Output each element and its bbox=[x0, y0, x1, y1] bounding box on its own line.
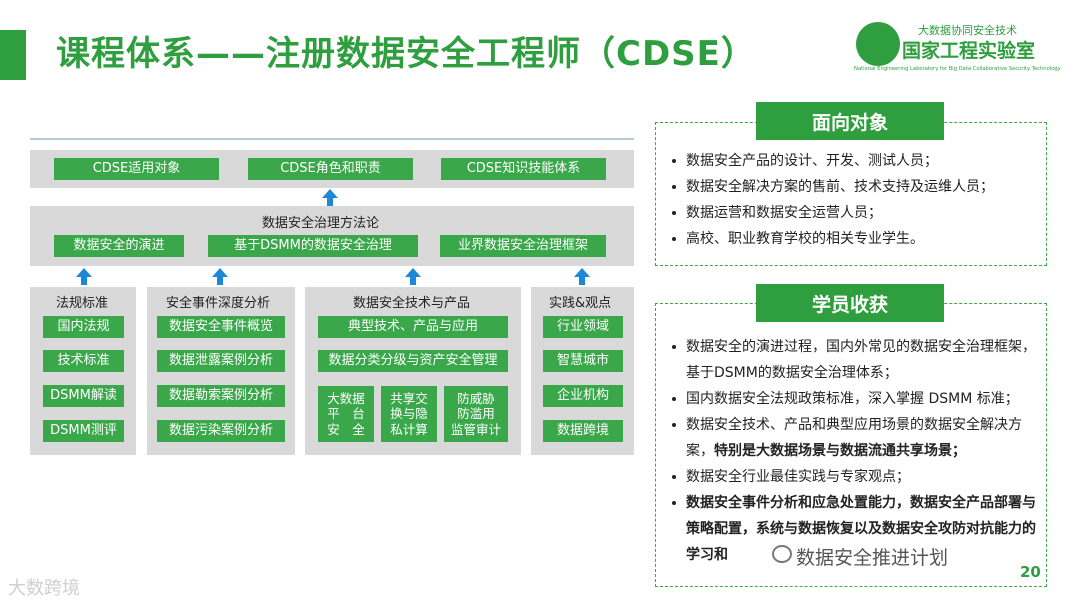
logo-name: 国家工程实验室 bbox=[902, 40, 1036, 62]
page-number: 20 bbox=[1020, 563, 1041, 581]
regulations-item: 技术标准 bbox=[43, 350, 124, 372]
tech-products-header: 数据安全技术与产品 bbox=[353, 296, 471, 311]
gains-item: 数据安全行业最佳实践与专家观点； bbox=[666, 464, 1038, 490]
tech-products-subitem: 大数据 平 台 安 全 bbox=[318, 386, 374, 442]
incident-analysis-item: 数据泄露案例分析 bbox=[157, 350, 285, 372]
title-accent-bar bbox=[0, 30, 26, 80]
watermark-right: 数据安全推进计划 bbox=[796, 547, 949, 569]
up-arrow-icon bbox=[405, 268, 421, 286]
regulations-item: DSMM测评 bbox=[43, 420, 124, 442]
incident-analysis-header: 安全事件深度分析 bbox=[166, 296, 271, 311]
methodology-box-frameworks: 业界数据安全治理框架 bbox=[440, 235, 606, 257]
regulations-item: DSMM解读 bbox=[43, 385, 124, 407]
incident-analysis-item: 数据勒索案例分析 bbox=[157, 385, 285, 407]
regulations-header: 法规标准 bbox=[56, 296, 109, 311]
gains-item: 数据安全事件分析和应急处置能力，数据安全产品部署与策略配置，系统与数据恢复以及数… bbox=[666, 490, 1038, 568]
diagram-top-line bbox=[30, 138, 634, 140]
regulations-item: 国内法规 bbox=[43, 316, 124, 338]
lab-logo: 大数据协同安全技术 国家工程实验室 National Engineering L… bbox=[852, 18, 1061, 80]
audience-item: 数据安全解决方案的售前、技术支持及运维人员； bbox=[666, 174, 1044, 200]
gains-item: 数据安全的演进过程，国内外常见的数据安全治理框架，基于DSMM的数据安全治理体系… bbox=[666, 334, 1038, 386]
audience-title: 面向对象 bbox=[756, 102, 944, 140]
practice-item: 智慧城市 bbox=[543, 350, 623, 372]
up-arrow-icon bbox=[212, 268, 228, 286]
up-arrow-icon bbox=[76, 268, 92, 286]
tech-products-subitem: 防威胁 防滥用 监管审计 bbox=[444, 386, 508, 442]
logo-english: National Engineering Laboratory for Big … bbox=[854, 66, 1061, 72]
china-map-logo-icon bbox=[856, 22, 900, 66]
cdse-skills-box: CDSE知识技能体系 bbox=[441, 158, 606, 180]
page-title: 课程体系——注册数据安全工程师（CDSE） bbox=[56, 34, 756, 74]
up-arrow-icon bbox=[322, 189, 338, 207]
gains-item: 数据安全技术、产品和典型应用场景的数据安全解决方案，特别是大数据场景与数据流通共… bbox=[666, 412, 1038, 464]
gains-title: 学员收获 bbox=[756, 284, 944, 322]
practice-header: 实践&观点 bbox=[549, 296, 612, 311]
methodology-box-dsmm: 基于DSMM的数据安全治理 bbox=[208, 235, 418, 257]
gains-item: 国内数据安全法规政策标准，深入掌握 DSMM 标准； bbox=[666, 386, 1038, 412]
cdse-roles-box: CDSE角色和职责 bbox=[248, 158, 413, 180]
logo-subtitle: 大数据协同安全技术 bbox=[918, 24, 1017, 37]
practice-item: 企业机构 bbox=[543, 385, 623, 407]
watermark-left: 大数跨境 bbox=[8, 578, 80, 599]
gains-list: 数据安全的演进过程，国内外常见的数据安全治理框架，基于DSMM的数据安全治理体系… bbox=[666, 334, 1038, 568]
incident-analysis-item: 数据安全事件概览 bbox=[157, 316, 285, 338]
tech-products-subitem: 共享交 换与隐 私计算 bbox=[381, 386, 437, 442]
audience-list: 数据安全产品的设计、开发、测试人员； 数据安全解决方案的售前、技术支持及运维人员… bbox=[666, 148, 1044, 252]
audience-item: 数据安全产品的设计、开发、测试人员； bbox=[666, 148, 1044, 174]
tech-products-item: 数据分类分级与资产安全管理 bbox=[318, 350, 508, 372]
practice-item: 数据跨境 bbox=[543, 420, 623, 442]
cdse-audience-box: CDSE适用对象 bbox=[54, 158, 219, 180]
wechat-icon bbox=[772, 545, 792, 563]
practice-item: 行业领域 bbox=[543, 316, 623, 338]
tech-products-item: 典型技术、产品与应用 bbox=[318, 316, 508, 338]
incident-analysis-item: 数据污染案例分析 bbox=[157, 420, 285, 442]
methodology-box-evolution: 数据安全的演进 bbox=[54, 235, 184, 257]
methodology-header: 数据安全治理方法论 bbox=[262, 216, 380, 231]
up-arrow-icon bbox=[574, 268, 590, 286]
audience-item: 高校、职业教育学校的相关专业学生。 bbox=[666, 226, 1044, 252]
audience-item: 数据运营和数据安全运营人员； bbox=[666, 200, 1044, 226]
